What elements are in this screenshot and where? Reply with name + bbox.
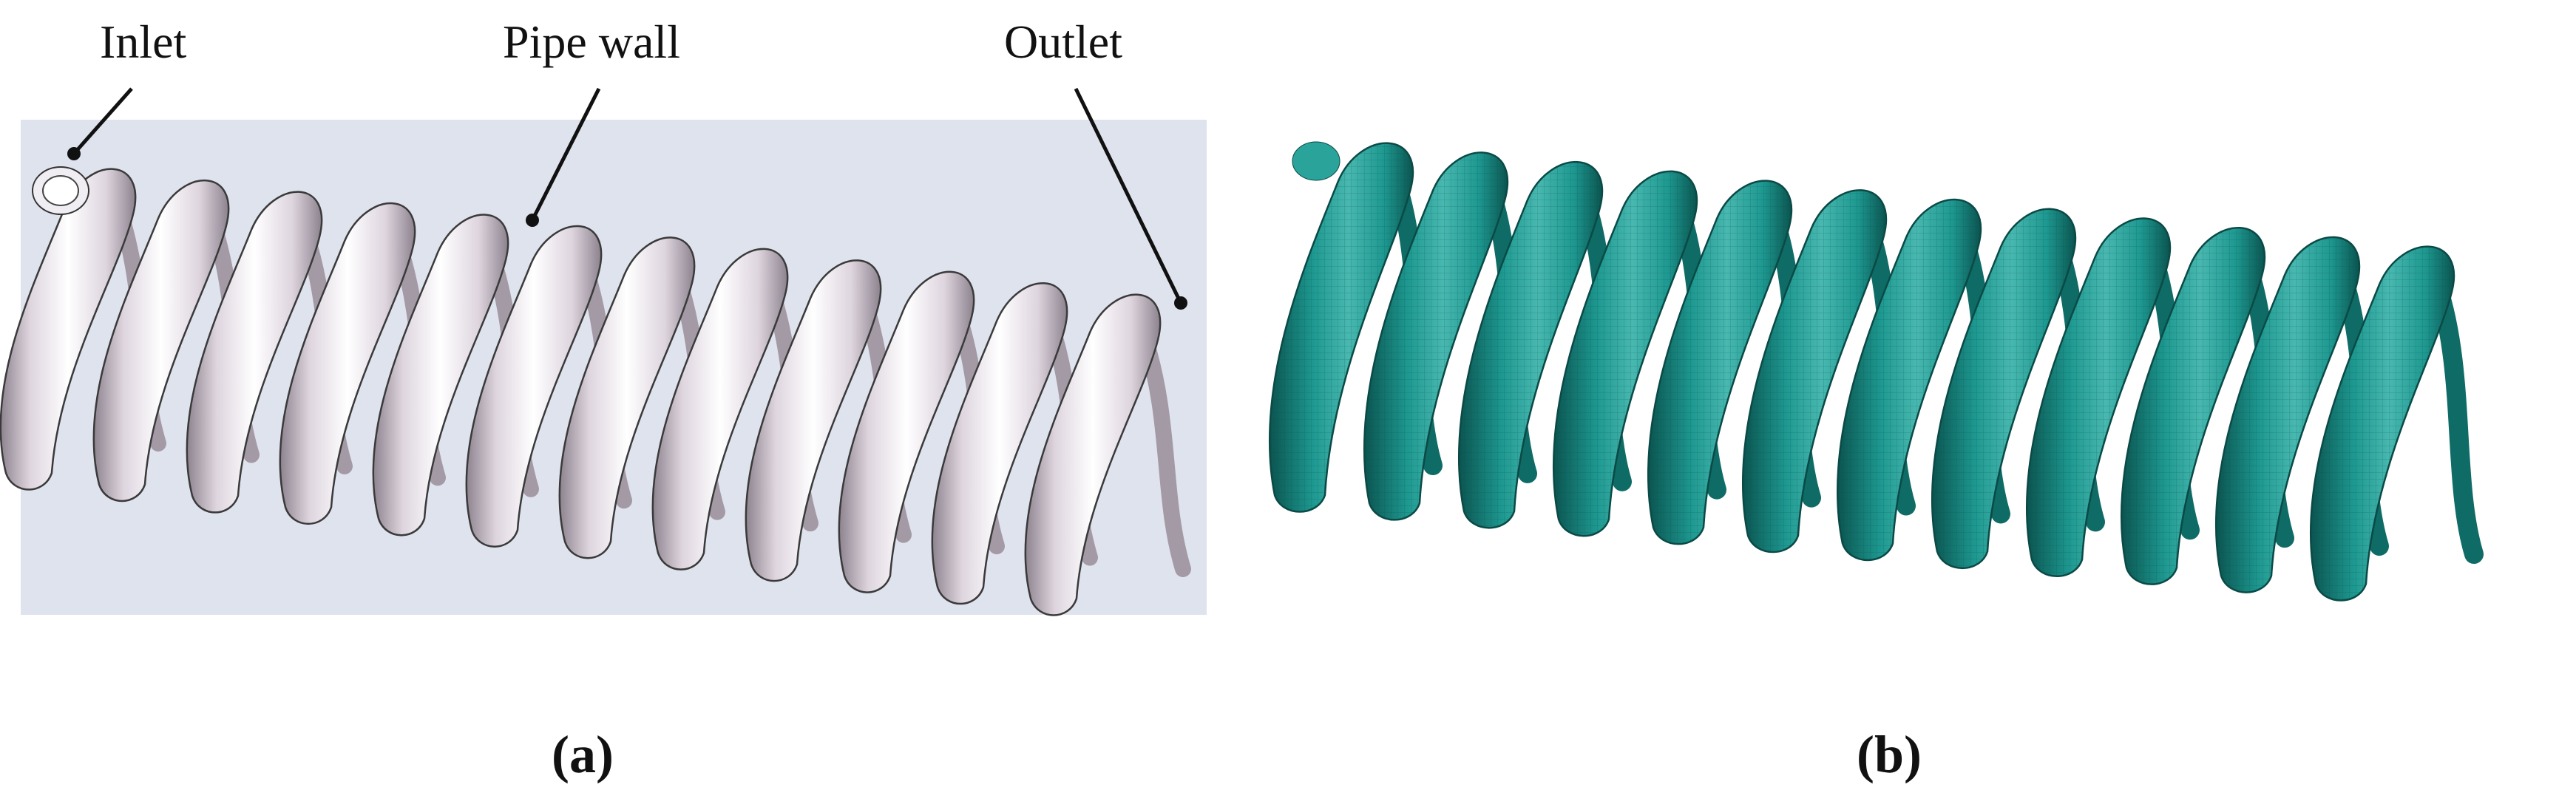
coil-turn-mesh	[1270, 143, 1413, 512]
panel-b-mesh-model: (b)	[1269, 141, 2484, 784]
caption-b: (b)	[1857, 725, 1922, 784]
inlet-opening	[32, 166, 89, 215]
coil-turn-mesh	[1364, 152, 1508, 520]
coil-back-strand	[1135, 324, 1191, 577]
panel-a-geometry-model: Inlet Pipe wall Outlet (a)	[0, 16, 1207, 784]
pipe-wall-label: Pipe wall	[503, 16, 680, 68]
coil-turn-mesh	[1743, 190, 1886, 553]
coil-turn-mesh	[2311, 246, 2454, 601]
coil-turn-mesh	[1459, 162, 1602, 528]
coil-turn	[931, 282, 1068, 605]
coil-turn-mesh	[1648, 180, 1792, 545]
coil-turn	[1024, 293, 1162, 616]
coil-turn-mesh	[2121, 228, 2265, 585]
coil-a-pipe	[0, 168, 1191, 616]
coil-turn-mesh	[1932, 208, 2075, 568]
coil-turn	[745, 259, 882, 582]
coil-turn-mesh	[1837, 200, 1981, 560]
coil-turn	[0, 168, 137, 491]
coil-turn	[838, 270, 975, 593]
pipe-wall-callout: Pipe wall	[503, 16, 680, 227]
inlet-label: Inlet	[100, 16, 187, 68]
caption-a: (a)	[552, 725, 614, 784]
coil-b-mesh	[1269, 141, 2484, 602]
outlet-label: Outlet	[1004, 16, 1122, 68]
mesh-inlet-end	[1292, 141, 1340, 181]
coil-turn-mesh	[1553, 171, 1697, 536]
coil-turn	[651, 248, 789, 570]
coil-turn	[186, 191, 323, 514]
coil-turn	[279, 202, 416, 525]
coil-turn	[558, 236, 696, 559]
coil-turn	[465, 225, 603, 548]
coil-back-strand	[2427, 275, 2484, 564]
coil-turn	[372, 214, 509, 536]
outlet-callout: Outlet	[1004, 16, 1187, 310]
inlet-callout: Inlet	[67, 16, 187, 160]
coil-turn-mesh	[2027, 218, 2170, 576]
coil-turn-mesh	[2216, 236, 2359, 593]
coil-turn	[92, 179, 230, 502]
